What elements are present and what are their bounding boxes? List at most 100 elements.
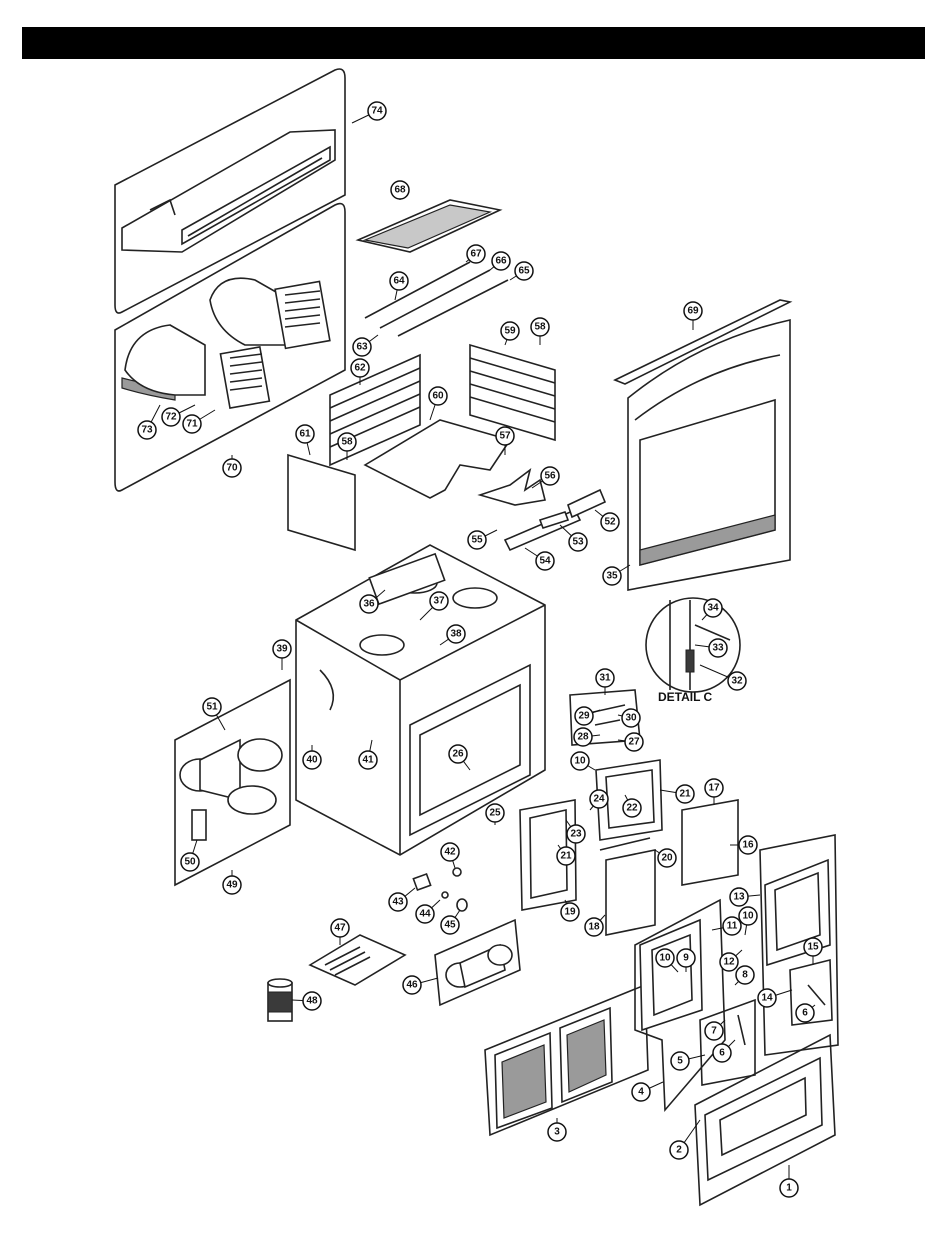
callout-number: 29	[578, 711, 590, 722]
callout-29: 29	[575, 707, 600, 725]
callout-73: 73	[138, 405, 160, 439]
callout-39: 39	[273, 640, 291, 670]
callout-48: 48	[292, 992, 321, 1010]
part-47-manual	[310, 935, 405, 985]
callout-number: 67	[470, 249, 482, 260]
callout-number: 10	[742, 911, 754, 922]
callout-number: 8	[742, 970, 748, 981]
part-16-glass	[682, 800, 738, 885]
callout-number: 64	[393, 276, 405, 287]
part-group-13-door	[760, 835, 838, 1055]
callout-number: 65	[518, 266, 530, 277]
part-59-brick-panel	[470, 345, 555, 440]
callout-69: 69	[684, 302, 702, 330]
firebox-body	[296, 545, 545, 855]
callout-number: 54	[539, 556, 551, 567]
callout-18: 18	[585, 915, 605, 936]
callout-number: 46	[406, 980, 418, 991]
callout-47: 47	[331, 919, 349, 945]
callout-number: 34	[707, 603, 719, 614]
parts-42-45	[413, 868, 467, 911]
callout-number: 72	[165, 412, 177, 423]
callout-45: 45	[441, 910, 460, 934]
callout-68: 68	[391, 181, 409, 200]
parts-65-67-rods	[365, 262, 508, 336]
callout-number: 58	[534, 322, 546, 333]
callout-number: 38	[450, 629, 462, 640]
callout-number: 59	[504, 326, 516, 337]
callout-4: 4	[632, 1082, 663, 1101]
callout-74: 74	[352, 102, 386, 123]
callout-number: 37	[433, 596, 445, 607]
callout-number: 11	[727, 921, 738, 932]
callout-number: 70	[226, 463, 238, 474]
callout-number: 50	[184, 857, 196, 868]
callout-51: 51	[203, 698, 225, 730]
callout-number: 21	[679, 789, 691, 800]
part-group-3-screens	[485, 985, 648, 1135]
callout-49: 49	[223, 870, 241, 894]
callout-number: 45	[444, 920, 456, 931]
callout-number: 27	[628, 737, 640, 748]
callout-number: 74	[371, 106, 383, 117]
callout-number: 10	[574, 756, 586, 767]
callout-6: 6	[796, 1004, 815, 1022]
callout-14: 14	[758, 989, 792, 1007]
callout-number: 33	[712, 643, 724, 654]
callout-19: 19	[561, 900, 579, 921]
callout-number: 30	[625, 713, 637, 724]
callout-number: 1	[786, 1183, 792, 1194]
callout-number: 25	[489, 808, 501, 819]
callout-8: 8	[735, 966, 754, 985]
callout-number: 49	[226, 880, 238, 891]
callout-number: 47	[334, 923, 346, 934]
callout-number: 20	[661, 853, 673, 864]
callout-2: 2	[670, 1120, 700, 1159]
callout-number: 18	[588, 922, 600, 933]
callout-number: 68	[394, 185, 406, 196]
callout-number: 12	[723, 957, 735, 968]
callout-61: 61	[296, 425, 314, 455]
callout-11: 11	[712, 917, 741, 935]
callout-number: 57	[499, 431, 511, 442]
callout-63: 63	[353, 335, 378, 356]
callout-7: 7	[705, 1020, 725, 1040]
callout-number: 16	[742, 840, 754, 851]
callout-number: 69	[687, 306, 699, 317]
callout-number: 60	[432, 391, 444, 402]
callout-number: 39	[276, 644, 288, 655]
callout-number: 40	[306, 755, 318, 766]
callout-3: 3	[548, 1118, 566, 1141]
callout-number: 55	[471, 535, 483, 546]
callout-30: 30	[618, 709, 640, 727]
callout-50: 50	[181, 840, 199, 871]
callout-number: 51	[206, 702, 218, 713]
callout-13: 13	[730, 888, 760, 906]
callout-21: 21	[660, 785, 694, 803]
callout-number: 43	[392, 897, 404, 908]
callout-35: 35	[603, 565, 630, 585]
callout-58: 58	[531, 318, 549, 345]
callout-15: 15	[804, 938, 822, 965]
part-group-74-box	[115, 69, 345, 313]
callout-1: 1	[780, 1165, 798, 1197]
callout-10: 10	[571, 752, 595, 770]
detail-c-label: DETAIL C	[658, 690, 713, 704]
callout-number: 32	[731, 676, 743, 687]
callout-67: 67	[466, 245, 485, 263]
callout-55: 55	[468, 530, 497, 549]
callout-number: 19	[564, 907, 576, 918]
callout-70: 70	[223, 455, 241, 477]
callout-number: 63	[356, 342, 368, 353]
callout-number: 44	[419, 909, 431, 920]
callout-number: 61	[299, 429, 311, 440]
callout-66: 66	[490, 252, 510, 270]
part-18-glass	[606, 850, 655, 935]
callout-59: 59	[501, 322, 519, 345]
callout-53: 53	[560, 525, 587, 551]
callout-52: 52	[595, 510, 619, 531]
callout-number: 6	[802, 1008, 808, 1019]
callout-number: 62	[354, 363, 366, 374]
callout-number: 13	[733, 892, 745, 903]
part-35-front-frame	[615, 300, 790, 590]
